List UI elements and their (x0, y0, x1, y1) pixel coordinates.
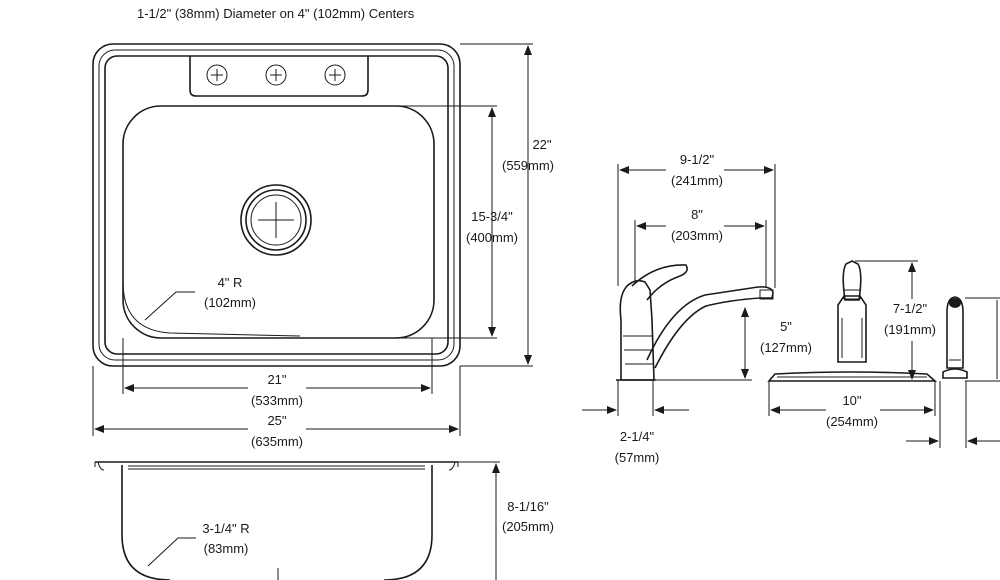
spout-reach-imperial: 8" (691, 207, 703, 222)
bowl-width-metric: (533mm) (251, 393, 303, 408)
radius-leader (147, 537, 196, 567)
spout-height-imperial: 5" (780, 319, 792, 334)
reach-metric: (241mm) (671, 173, 723, 188)
bowl-profile-right (383, 465, 433, 580)
overall-width-imperial: 25" (267, 413, 286, 428)
bowl-shading (122, 281, 301, 337)
faucet-hole-1 (206, 64, 228, 86)
corner-radius-imperial: 4" R (218, 275, 243, 290)
bowl-profile-left (121, 465, 171, 580)
faucet-side-view: 9-1/2" (241mm) 8" (203mm) 5" (127mm) 2-1… (582, 151, 812, 465)
base-depth-imperial: 2-1/4" (620, 429, 655, 444)
depth-imperial: 8-1/16" (507, 499, 549, 514)
escutcheon-plate (767, 371, 938, 382)
sink-inner-rim (98, 49, 455, 361)
bowl-length-imperial: 15-3/4" (471, 209, 513, 224)
sink-side-section: 8-1/16" (205mm) 3-1/4" R (83mm) (94, 461, 554, 580)
faucet-spout (646, 286, 774, 369)
side-spray (906, 296, 1000, 448)
sink-top-view: 22" (559mm) 15-3/4" (400mm) 4" R (102mm)… (92, 43, 554, 449)
faucet-handle (631, 264, 688, 301)
bottom-radius-imperial: 3-1/4" R (202, 521, 249, 536)
base-width-imperial: 10" (842, 393, 861, 408)
bowl-width-imperial: 21" (267, 372, 286, 387)
sink-ledge (104, 55, 449, 355)
corner-radius-metric: (102mm) (204, 295, 256, 310)
faucet-deck (189, 56, 369, 97)
overall-width-metric: (635mm) (251, 434, 303, 449)
spout-height-metric: (127mm) (760, 340, 812, 355)
base-width-metric: (254mm) (826, 414, 878, 429)
spray-body (946, 296, 964, 369)
spray-base (942, 368, 968, 379)
faucet-front-view: 7-1/2" (191mm) 10" (254mm) (767, 260, 944, 429)
bottom-radius-metric: (83mm) (204, 541, 249, 556)
bowl-length-metric: (400mm) (466, 230, 518, 245)
reach-imperial: 9-1/2" (680, 152, 715, 167)
height-metric: (559mm) (502, 158, 554, 173)
depth-metric: (205mm) (502, 519, 554, 534)
radius-leader (144, 291, 195, 321)
faucet-hole-2 (265, 64, 287, 86)
height-imperial: 22" (532, 137, 551, 152)
drain (240, 184, 312, 256)
faucet-body (619, 279, 655, 381)
faucet-height-imperial: 7-1/2" (893, 301, 928, 316)
faucet-hole-note: 1-1/2" (38mm) Diameter on 4" (102mm) Cen… (137, 6, 415, 21)
faucet-height-metric: (191mm) (884, 322, 936, 337)
faucet-hole-3 (324, 64, 346, 86)
sink-bowl (122, 105, 435, 339)
base-depth-metric: (57mm) (615, 450, 660, 465)
faucet-front-handle (842, 260, 862, 301)
spout-reach-metric: (203mm) (671, 228, 723, 243)
sink-outer-rim (92, 43, 461, 367)
